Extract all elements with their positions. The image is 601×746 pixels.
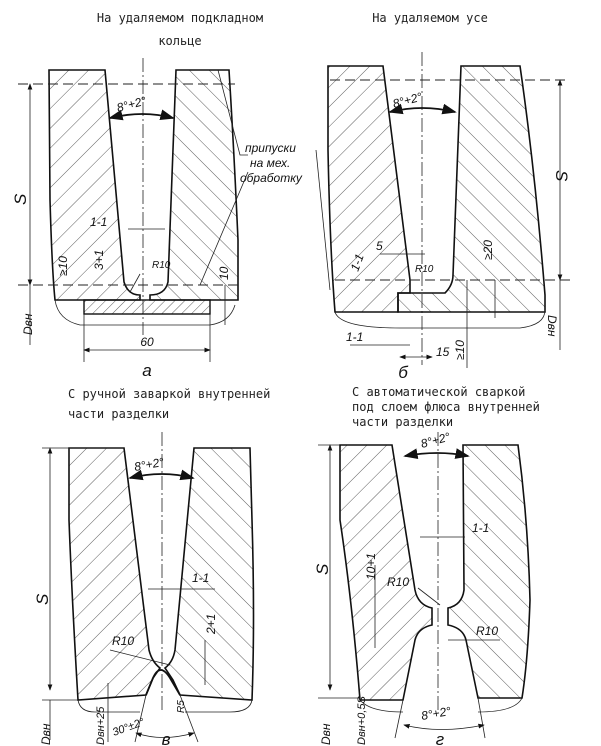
- panel-a-letter: а: [142, 361, 151, 380]
- panel-b-lip-width-label: 15: [436, 345, 450, 359]
- panel-a-section-label: 1-1: [90, 215, 107, 229]
- panel-b-radius-label: R10: [415, 264, 434, 275]
- panel-a-gap-label: 3+1: [92, 250, 106, 270]
- machining-allowance-outline: [54, 299, 236, 326]
- panel-c-letter: в: [162, 730, 171, 746]
- bevel-angle-arc: [135, 732, 195, 738]
- panel-d-title-line2: под слоем флюса внутренней: [352, 400, 540, 414]
- panel-a-ring-thickness-label: 10: [217, 266, 231, 280]
- panel-a-diameter-label: Dвн: [21, 313, 35, 335]
- panel-b-min-lip-label: ≥10: [453, 340, 467, 360]
- panel-b-section-top-label: 1-1: [348, 252, 367, 273]
- callout-leader-a: [217, 69, 248, 156]
- angle-arc: [388, 103, 457, 115]
- right-plate: [397, 65, 546, 313]
- right-plate: [163, 447, 255, 701]
- angle-arc-top: [403, 448, 470, 460]
- panel-b-letter: б: [398, 363, 409, 382]
- machining-allowance-right: [185, 699, 253, 713]
- callout-line1: припуски: [245, 141, 296, 155]
- panel-d-thickness-label: S: [313, 563, 332, 575]
- machining-allowance-right: [477, 697, 523, 713]
- panel-c-diameter-inner-label: Dвн: [39, 723, 53, 745]
- machining-allowance-callout: припуски на мех. обработку: [199, 69, 331, 291]
- panel-c-diameter-label: Dвн+25: [95, 706, 107, 745]
- left-plate: [68, 447, 162, 701]
- radius-leader: [129, 273, 141, 293]
- panel-a-title-line2: кольце: [158, 34, 201, 48]
- panel-c-angle-label: 8°+2°: [133, 455, 165, 474]
- panel-d-submerged-arc-root: С автоматической сваркой под слоем флюса…: [313, 385, 540, 746]
- angle-arc-bottom: [403, 723, 485, 730]
- panel-d-title-line3: части разделки: [352, 415, 453, 429]
- left-plate: [339, 444, 433, 701]
- panel-c-title-line2: части разделки: [68, 407, 169, 421]
- right-plate: [447, 444, 531, 699]
- panel-d-diameter-inner-label: Dвн: [319, 723, 333, 745]
- panel-b-removable-lip: На удаляемом усе S Dвн 8°+2° 1-1 5 R10 ≥…: [327, 11, 571, 382]
- panel-d-root-label: 10+1: [364, 553, 378, 580]
- panel-c-thickness-label: S: [33, 593, 52, 605]
- panel-a-thickness-label: S: [11, 193, 30, 205]
- panel-d-radius-bottom-label: R10: [476, 624, 498, 638]
- panel-d-angle-bottom-label: 8°+2°: [420, 704, 452, 723]
- callout-line3: обработку: [240, 171, 303, 185]
- panel-a-title-line1: На удаляемом подкладном: [97, 11, 263, 25]
- bevel-right: [477, 697, 486, 739]
- machining-allowance-outline: [334, 309, 546, 329]
- panel-d-diameter-label: Dвн+0,5S: [356, 696, 368, 745]
- panel-d-angle-top-label: 8°+2°: [419, 430, 452, 451]
- panel-a-min-edge-label: ≥10: [56, 256, 70, 276]
- bevel-right: [179, 694, 199, 743]
- callout-line2: на мех.: [250, 156, 290, 170]
- panel-b-section-bottom-label: 1-1: [346, 330, 363, 344]
- panel-a-radius-label: R10: [152, 260, 171, 271]
- panel-d-title-line1: С автоматической сваркой: [352, 385, 525, 399]
- callout-leader-b: [315, 149, 331, 291]
- radius-leader: [109, 649, 171, 666]
- angle-arc: [128, 469, 195, 481]
- panel-c-root-radius-label: R5: [176, 700, 187, 713]
- panel-c-manual-root-weld: С ручной заваркой внутренней части разде…: [33, 387, 270, 746]
- panel-b-diameter-label: Dвн: [545, 315, 559, 337]
- backing-ring: [83, 299, 211, 315]
- root-contour: [145, 669, 181, 696]
- machining-allowance-left: [359, 699, 404, 713]
- angle-arc: [108, 109, 175, 121]
- panel-b-thickness-label: S: [552, 170, 571, 182]
- panel-b-title: На удаляемом усе: [372, 11, 488, 25]
- panel-d-letter: г: [436, 730, 444, 746]
- callout-leader-a2: [199, 171, 249, 286]
- panel-c-radius-label: R10: [112, 634, 134, 648]
- panel-b-min-height-label: ≥20: [481, 240, 495, 260]
- panel-d-radius-top-label: R10: [387, 575, 409, 589]
- bevel-left: [394, 699, 404, 739]
- panel-c-root-label: 2+1: [204, 614, 218, 635]
- panel-c-title-line1: С ручной заваркой внутренней: [68, 387, 270, 401]
- panel-a-backing-ring: На удаляемом подкладном кольце S Dвн 8°+…: [11, 11, 263, 380]
- panel-d-section-label: 1-1: [472, 521, 489, 535]
- panel-c-bevel-angle-label: 30°±2°: [111, 716, 147, 739]
- radius-top-leader: [417, 587, 441, 606]
- machining-allowance-left: [77, 699, 140, 713]
- panel-b-step-label: 5: [376, 239, 383, 253]
- panel-a-ring-width-label: 60: [140, 335, 154, 349]
- right-plate: [149, 69, 239, 301]
- panel-c-section-label: 1-1: [192, 571, 209, 585]
